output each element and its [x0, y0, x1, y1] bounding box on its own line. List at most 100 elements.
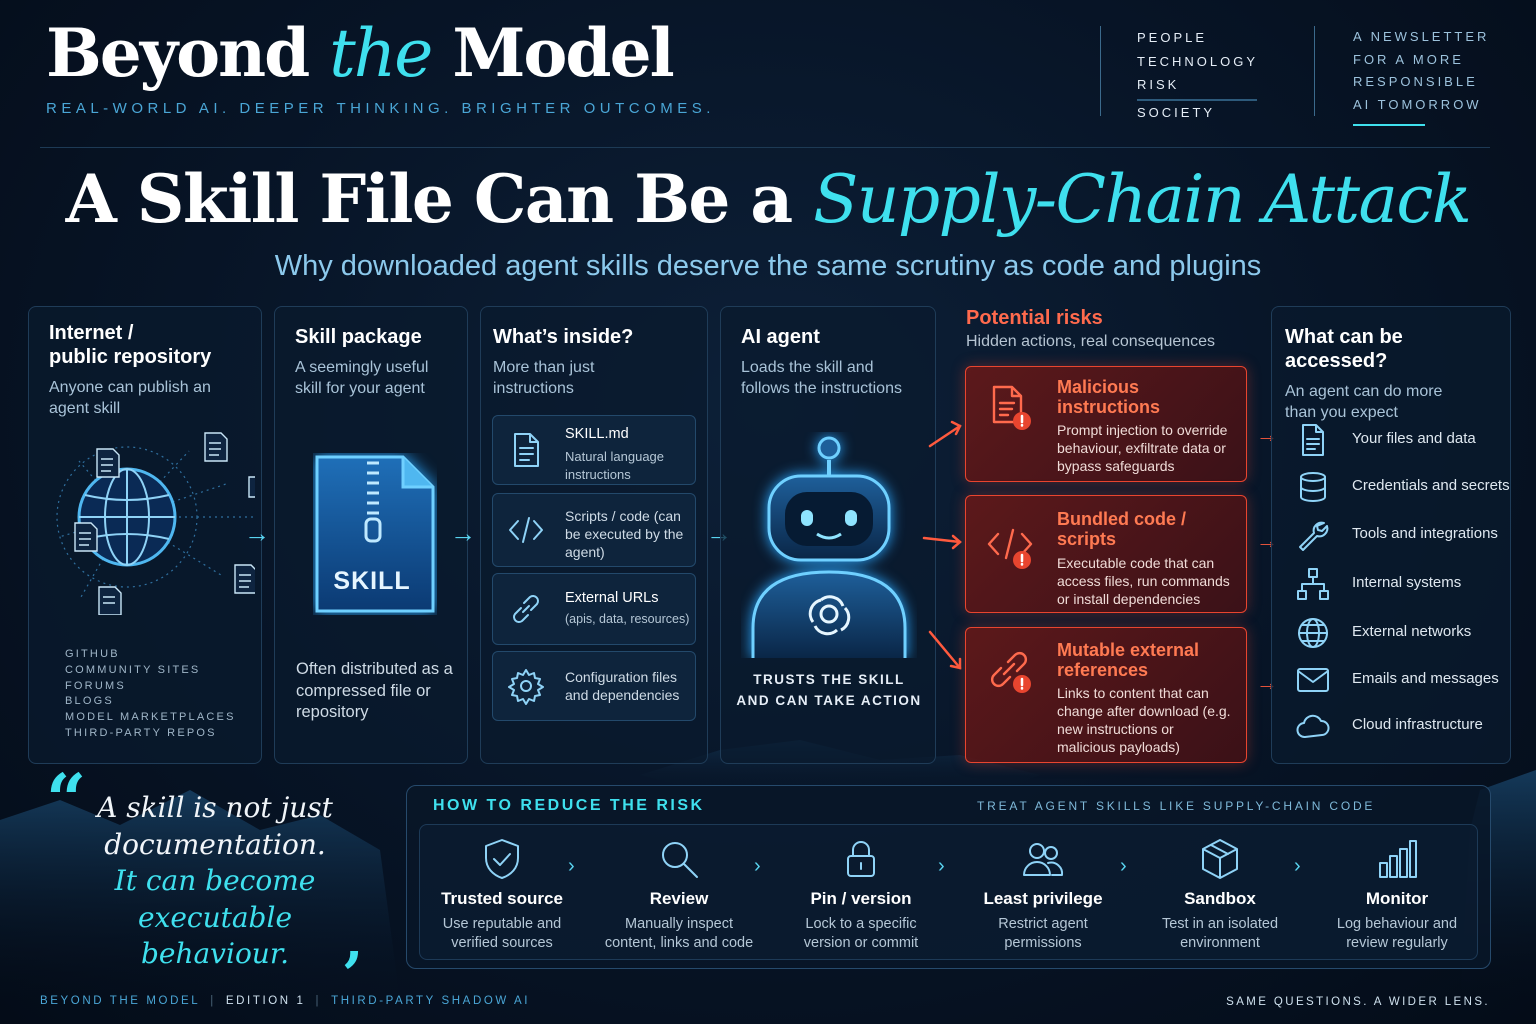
section-title: HOW TO REDUCE THE RISK	[433, 797, 705, 814]
risk-card-bundled-code[interactable]: Bundled code / scripts Executable code t…	[965, 495, 1247, 613]
whats-inside-panel: What’s inside? More than just instructio…	[480, 306, 708, 764]
document-icon	[514, 433, 539, 467]
topic-item[interactable]: TECHNOLOGY	[1137, 53, 1259, 69]
inside-item-config[interactable]: Configuration files and dependencies	[492, 651, 696, 721]
source-item: COMMUNITY SITES	[65, 663, 201, 676]
step-title: Review	[649, 889, 709, 908]
topic-item[interactable]: RISK	[1137, 77, 1180, 92]
access-label: Emails and messages	[1352, 670, 1499, 687]
inside-item-desc: (apis, data, resources)	[565, 612, 690, 626]
access-label: Internal systems	[1352, 574, 1462, 591]
package-footnote: Often distributed as a compressed file o…	[296, 660, 453, 721]
inside-item-title: SKILL.md	[565, 426, 629, 442]
access-panel: What can be accessed? An agent can do mo…	[1271, 306, 1511, 764]
flow-arrow-icon: →	[244, 518, 270, 548]
newsletter-line: AI TOMORROW	[1353, 96, 1482, 112]
step-sandbox[interactable]: Sandbox Test in an isolated environment	[1135, 837, 1305, 953]
panel-subtitle: Anyone can publish an agent skill	[49, 379, 211, 417]
panel-subtitle: More than just instructions	[493, 359, 595, 397]
access-item-emails[interactable]: Emails and messages	[1296, 659, 1516, 699]
access-label: External networks	[1352, 623, 1472, 640]
step-trusted-source[interactable]: Trusted source Use reputable and verifie…	[417, 837, 587, 953]
risk-desc: Executable code that can access files, r…	[1057, 555, 1230, 607]
gear-icon	[508, 669, 544, 705]
risk-desc: Links to content that can change after d…	[1057, 685, 1231, 755]
step-desc: Test in an isolated environment	[1161, 916, 1279, 951]
panel-title: Skill package	[295, 326, 422, 348]
magnifier-icon	[662, 842, 698, 878]
quote-line: A skill is not just	[97, 791, 333, 824]
access-item-cloud[interactable]: Cloud infrastructure	[1296, 705, 1516, 745]
robot-icon	[751, 436, 907, 658]
wrench-icon	[1299, 521, 1329, 551]
panel-title: AI agent	[741, 326, 820, 348]
risk-arrows	[922, 420, 962, 670]
mail-icon	[1297, 668, 1329, 692]
access-item-internal-systems[interactable]: Internal systems	[1296, 563, 1516, 603]
steps-container: Trusted source Use reputable and verifie…	[419, 824, 1478, 960]
access-item-external-networks[interactable]: External networks	[1296, 612, 1516, 652]
step-title: Monitor	[1365, 889, 1429, 908]
risks-title: Potential risks	[966, 307, 1103, 329]
panel-subtitle: A seemingly useful skill for your agent	[295, 359, 429, 397]
users-icon	[1023, 843, 1064, 876]
skill-label: SKILL	[333, 567, 411, 595]
inside-item-title: External URLs	[565, 590, 659, 606]
footer-series: THIRD-PARTY SHADOW AI	[331, 995, 531, 1007]
bar-chart-icon	[1379, 840, 1417, 878]
code-icon	[509, 517, 543, 543]
ai-agent-panel: AI agent Loads the skill and follows the…	[720, 306, 936, 764]
zip-file-icon	[315, 455, 435, 613]
topic-item[interactable]: SOCIETY	[1137, 104, 1216, 120]
inside-item-desc: Scripts / code (can be executed by the a…	[565, 508, 684, 560]
access-item-files[interactable]: Your files and data	[1296, 419, 1516, 459]
header-divider	[40, 147, 1490, 148]
page-title: A Skill File Can Be a Supply-Chain Attac…	[65, 160, 1472, 238]
file-icon	[1302, 424, 1324, 456]
step-review[interactable]: Review Manually inspect content, links a…	[594, 837, 764, 953]
risk-desc: Prompt injection to override behaviour, …	[1057, 422, 1228, 474]
topics-list: PEOPLE TECHNOLOGY RISK SOCIETY	[1100, 26, 1259, 120]
skill-package-panel: Skill package A seemingly useful skill f…	[274, 306, 468, 764]
chevron-right-icon: ›	[568, 855, 575, 877]
panel-title: What’s inside?	[493, 326, 634, 348]
cloud-icon	[1296, 714, 1330, 738]
inside-item-external-urls[interactable]: External URLs (apis, data, resources)	[492, 573, 696, 645]
step-monitor[interactable]: Monitor Log behaviour and review regular…	[1312, 837, 1482, 953]
footer-brand[interactable]: BEYOND THE MODEL	[40, 995, 201, 1007]
quote-line: It can become	[114, 864, 316, 897]
step-pin-version[interactable]: Pin / version Lock to a specific version…	[776, 837, 946, 953]
source-item: MODEL MARKETPLACES	[65, 711, 236, 724]
chevron-right-icon: ›	[938, 855, 945, 877]
risk-title: Mutable external references	[1057, 640, 1200, 680]
access-label: Cloud infrastructure	[1352, 716, 1483, 733]
access-label: Tools and integrations	[1352, 525, 1498, 542]
accent-bar	[1353, 124, 1425, 126]
database-icon	[1300, 472, 1326, 502]
risks-subtitle: Hidden actions, real consequences	[966, 333, 1216, 350]
access-item-credentials[interactable]: Credentials and secrets	[1296, 466, 1516, 506]
newsletter-line: RESPONSIBLE	[1353, 74, 1478, 89]
chevron-right-icon: ›	[754, 855, 761, 877]
inside-item-desc: Configuration files and dependencies	[565, 669, 680, 703]
step-title: Trusted source	[441, 889, 563, 908]
inside-item-skill-md[interactable]: SKILL.md Natural language instructions	[492, 415, 696, 485]
inside-item-scripts[interactable]: Scripts / code (can be executed by the a…	[492, 493, 696, 567]
quote-line: executable behaviour.	[137, 900, 293, 971]
logo: Beyond the Model	[46, 14, 675, 92]
risk-card-mutable-references[interactable]: Mutable external references Links to con…	[965, 627, 1247, 763]
step-desc: Manually inspect content, links and code	[604, 916, 754, 951]
footer-edition: EDITION 1	[225, 995, 306, 1007]
source-list: GITHUB COMMUNITY SITES FORUMS BLOGS MODE…	[65, 647, 236, 742]
access-label: Your files and data	[1352, 430, 1476, 447]
open-quote-icon: “	[46, 758, 87, 841]
network-icon	[1297, 568, 1329, 600]
footer-tagline: SAME QUESTIONS. A WIDER LENS.	[1226, 996, 1490, 1008]
step-least-privilege[interactable]: Least privilege Restrict agent permissio…	[958, 837, 1128, 953]
footer-credits: BEYOND THE MODEL|EDITION 1|THIRD-PARTY S…	[40, 995, 531, 1007]
internet-panel: Internet /public repository Anyone can p…	[28, 306, 262, 764]
risk-card-malicious-instructions[interactable]: Malicious instructions Prompt injection …	[965, 366, 1247, 482]
topic-item[interactable]: PEOPLE	[1137, 30, 1208, 45]
access-item-tools[interactable]: Tools and integrations	[1296, 514, 1516, 554]
